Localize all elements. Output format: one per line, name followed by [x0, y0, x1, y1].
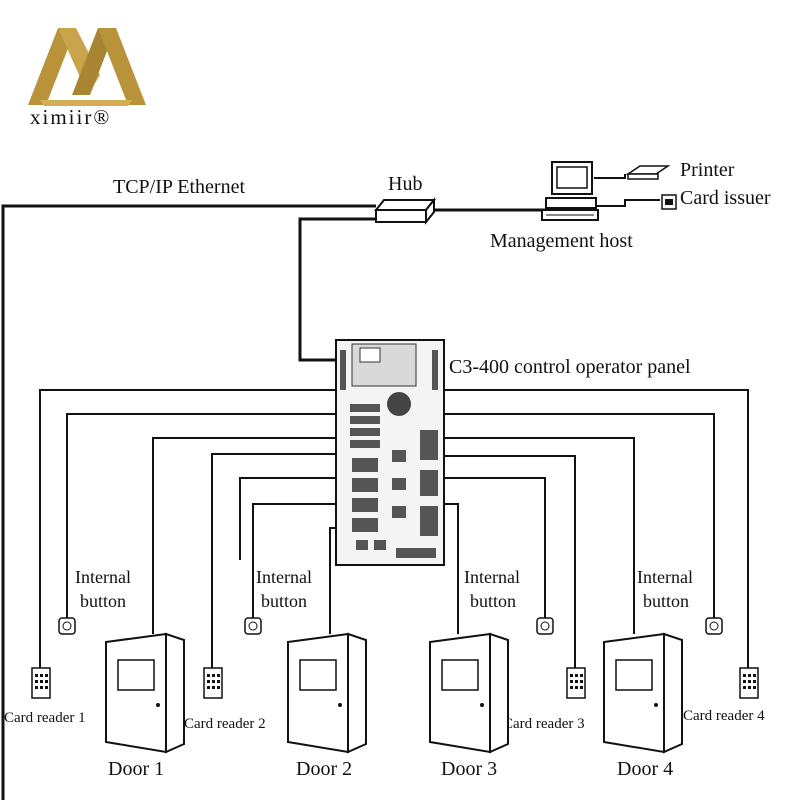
door-4-group: Card reader 4 Internal button Door 4: [603, 567, 765, 780]
reader-1-wire: [39, 389, 336, 668]
door-2-icon: [287, 632, 367, 754]
card-reader-3-icon: [566, 667, 586, 699]
card-reader-2-icon: [203, 667, 223, 699]
reader-3-wire: [444, 455, 576, 668]
panel-label: C3-400 control operator panel: [449, 356, 691, 378]
card-reader-4-label: Card reader 4: [683, 708, 765, 724]
internal-button-3-label-line1: Internal: [464, 567, 520, 587]
card-reader-1-icon: [31, 667, 51, 699]
door-1-icon: [105, 632, 185, 754]
button-2-wire: [252, 503, 336, 618]
door-4-label: Door 4: [617, 758, 673, 780]
button-3-wire: [444, 477, 546, 618]
card-issuer-line: [592, 199, 660, 207]
internal-button-1-icon: [58, 617, 76, 635]
door-1-wire: [152, 437, 336, 634]
computer-icon: [541, 161, 599, 221]
ethernet-line: [1, 204, 376, 800]
door-3-group: Card reader 3 Internal button Door 3: [429, 567, 586, 780]
internal-button-2-icon: [244, 617, 262, 635]
printer-label: Printer: [680, 159, 735, 181]
ethernet-label: TCP/IP Ethernet: [113, 176, 245, 198]
internal-button-4-icon: [705, 617, 723, 635]
door-3-wire: [444, 503, 459, 634]
card-reader-4-icon: [739, 667, 759, 699]
internal-button-3-label-line2: button: [470, 591, 516, 611]
hub-panel-line: [298, 217, 392, 362]
card-issuer-label: Card issuer: [680, 187, 771, 209]
hub-label: Hub: [388, 173, 422, 195]
door-2-group: Card reader 2 Internal button Door 2: [184, 567, 367, 780]
reader-4-wire: [444, 389, 749, 668]
door-3-label: Door 3: [441, 758, 497, 780]
door-1-group: Card reader 1 Internal button Door 1: [4, 567, 185, 780]
card-reader-3-label: Card reader 3: [503, 716, 585, 732]
door-2-label: Door 2: [296, 758, 352, 780]
control-panel-board: [335, 339, 445, 566]
brand-name: ximiir®: [30, 105, 111, 129]
door-4-wire: [444, 437, 635, 634]
button-2-wire-top: [239, 477, 336, 560]
internal-button-4-label-line2: button: [643, 591, 689, 611]
reader-2-wire: [211, 453, 336, 668]
ximiir-logo: ximiir®: [28, 28, 146, 129]
internal-button-2-label-line1: Internal: [256, 567, 312, 587]
printer-line: [594, 174, 626, 179]
card-reader-2-label: Card reader 2: [184, 716, 266, 732]
internal-button-1-label-line2: button: [80, 591, 126, 611]
hub-icon: [373, 197, 437, 225]
door-1-label: Door 1: [108, 758, 164, 780]
door-4-icon: [603, 632, 683, 754]
button-4-wire: [444, 413, 715, 618]
internal-button-4-label-line1: Internal: [637, 567, 693, 587]
card-issuer-icon: [661, 194, 677, 210]
internal-button-1-label-line1: Internal: [75, 567, 131, 587]
door-3-icon: [429, 632, 509, 754]
internal-button-2-label-line2: button: [261, 591, 307, 611]
management-host-label: Management host: [490, 230, 633, 252]
button-1-wire: [66, 413, 336, 618]
door-2-wire: [329, 527, 336, 634]
printer-icon: [625, 165, 671, 180]
card-reader-1-label: Card reader 1: [4, 710, 86, 726]
panel-wiring: [39, 389, 749, 668]
internal-button-3-icon: [536, 617, 554, 635]
